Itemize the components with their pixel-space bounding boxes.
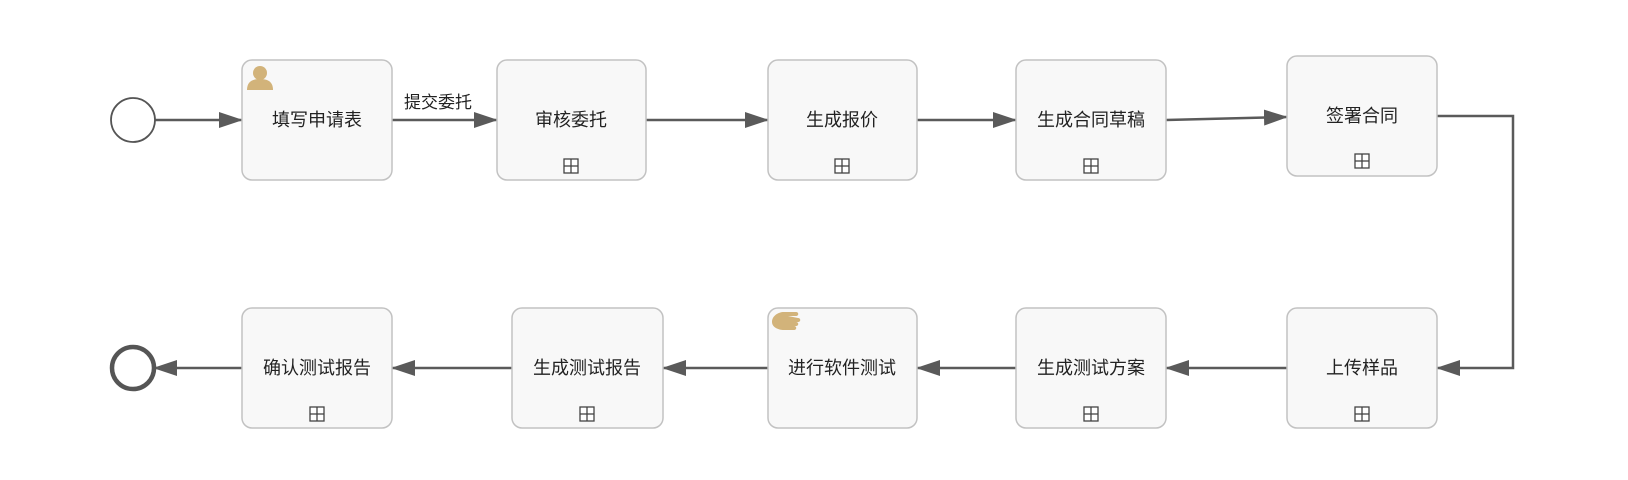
task-label: 进行软件测试 <box>788 358 896 379</box>
task-generate-test-plan[interactable]: 生成测试方案 <box>1015 307 1167 429</box>
task-generate-quote[interactable]: 生成报价 <box>767 59 918 181</box>
task-generate-contract-draft[interactable]: 生成合同草稿 <box>1015 59 1167 181</box>
sequence-flows <box>152 109 1515 376</box>
task-label: 生成测试报告 <box>533 358 641 379</box>
user-icon <box>247 66 273 90</box>
task-upload-sample[interactable]: 上传样品 <box>1286 307 1438 429</box>
subprocess-plus-icon[interactable] <box>834 158 850 174</box>
task-label: 签署合同 <box>1326 106 1398 127</box>
flow-label-submit: 提交委托 <box>404 93 472 113</box>
start-event-circle[interactable] <box>110 97 156 143</box>
flow-t4-to-t5[interactable] <box>1165 109 1288 126</box>
subprocess-plus-icon[interactable] <box>1083 158 1099 174</box>
task-fill-application[interactable]: 填写申请表 <box>241 59 393 181</box>
subprocess-plus-icon[interactable] <box>1083 406 1099 422</box>
task-generate-test-report[interactable]: 生成测试报告 <box>511 307 664 429</box>
task-label: 审核委托 <box>535 110 607 131</box>
task-label: 生成报价 <box>806 110 878 131</box>
flow-t5-to-t6[interactable] <box>1436 114 1515 376</box>
task-label: 上传样品 <box>1326 358 1398 379</box>
subprocess-plus-icon[interactable] <box>1354 153 1370 169</box>
task-confirm-test-report[interactable]: 确认测试报告 <box>241 307 393 429</box>
task-review-commission[interactable]: 审核委托 <box>496 59 647 181</box>
subprocess-plus-icon[interactable] <box>563 158 579 174</box>
task-label: 生成合同草稿 <box>1037 110 1145 131</box>
subprocess-plus-icon[interactable] <box>309 406 325 422</box>
task-label: 生成测试方案 <box>1037 358 1145 379</box>
task-label: 确认测试报告 <box>263 358 371 379</box>
end-event-circle[interactable] <box>109 344 157 392</box>
subprocess-plus-icon[interactable] <box>579 406 595 422</box>
task-sign-contract[interactable]: 签署合同 <box>1286 55 1438 177</box>
hand-icon <box>772 312 801 330</box>
task-label: 填写申请表 <box>272 110 362 131</box>
task-run-software-test[interactable]: 进行软件测试 <box>767 307 918 429</box>
subprocess-plus-icon[interactable] <box>1354 406 1370 422</box>
